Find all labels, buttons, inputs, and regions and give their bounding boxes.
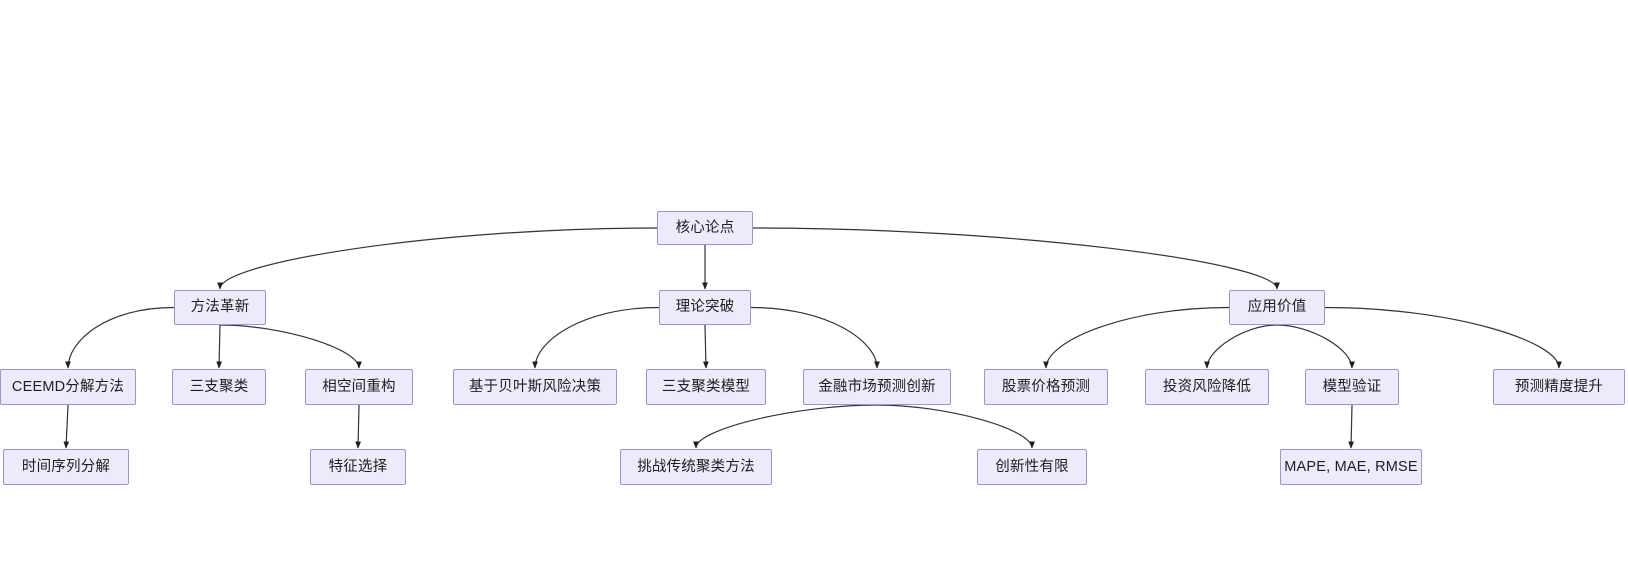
flow-node-label: 特征选择 [328,458,388,475]
flow-node-n3d[interactable]: 预测精度提升 [1493,369,1625,405]
flow-node-n2c[interactable]: 金融市场预测创新 [803,369,951,405]
flow-edge-n2-to-n2a [532,306,660,369]
flow-node-n2b[interactable]: 三支聚类模型 [646,369,766,405]
flow-edge-root-to-n3 [752,227,1280,290]
flow-node-root[interactable]: 核心论点 [657,211,753,245]
flow-node-label: 三支聚类模型 [661,378,751,395]
flow-node-n1a[interactable]: CEEMD分解方法 [0,369,136,405]
flow-edge-n3-to-n3c [1276,324,1355,369]
flow-node-label: CEEMD分解方法 [11,378,125,395]
flow-node-label: 创新性有限 [995,458,1069,475]
flow-node-l3[interactable]: 挑战传统聚类方法 [620,449,772,485]
flow-edge-n3c-to-l5 [1348,404,1355,449]
flow-edge-root-to-n1 [217,227,658,290]
flow-node-label: 投资风险降低 [1162,378,1252,395]
flow-edge-n1-to-n1b [216,324,223,369]
flow-node-n3a[interactable]: 股票价格预测 [984,369,1108,405]
flow-node-label: MAPE, MAE, RMSE [1284,458,1418,475]
flow-edge-n2-to-n2c [750,306,880,369]
flow-node-label: 模型验证 [1322,378,1382,395]
flow-node-n1[interactable]: 方法革新 [174,290,266,325]
flow-edge-n3-to-n3b [1204,324,1278,369]
flow-node-n3c[interactable]: 模型验证 [1305,369,1399,405]
flow-node-label: 挑战传统聚类方法 [637,458,755,475]
flow-edge-n3-to-n3d [1324,306,1562,369]
flow-node-label: 金融市场预测创新 [818,378,936,395]
flow-edge-n1c-to-l2 [355,404,362,449]
flow-node-label: 方法革新 [190,299,250,316]
flow-node-n3b[interactable]: 投资风险降低 [1145,369,1269,405]
flow-edge-n2c-to-l3 [693,404,878,449]
flow-node-n3[interactable]: 应用价值 [1229,290,1325,325]
flow-edge-n2-to-n2b [702,324,709,369]
flow-node-label: 预测精度提升 [1514,378,1604,395]
flow-node-n1c[interactable]: 相空间重构 [305,369,413,405]
flow-node-n2[interactable]: 理论突破 [659,290,751,325]
flow-node-l4[interactable]: 创新性有限 [977,449,1087,485]
flow-node-label: 相空间重构 [322,378,396,395]
flow-node-l5[interactable]: MAPE, MAE, RMSE [1280,449,1422,485]
flow-node-label: 时间序列分解 [21,458,111,475]
flow-node-label: 核心论点 [675,219,735,236]
flow-node-n1b[interactable]: 三支聚类 [172,369,266,405]
flow-edge-n1-to-n1c [219,324,362,369]
flow-edge-n1-to-n1a [65,306,175,369]
flow-node-label: 理论突破 [675,299,735,316]
flow-node-l2[interactable]: 特征选择 [310,449,406,485]
flow-node-label: 基于贝叶斯风险决策 [468,378,602,395]
flow-node-label: 三支聚类 [189,378,249,395]
flow-edge-n1a-to-l1 [63,404,70,449]
flow-node-label: 应用价值 [1247,299,1307,316]
flow-node-label: 股票价格预测 [1001,378,1091,395]
flow-edge-n3-to-n3a [1043,306,1230,369]
flow-node-n2a[interactable]: 基于贝叶斯风险决策 [453,369,617,405]
flow-edge-n2c-to-l4 [876,404,1035,449]
flow-node-l1[interactable]: 时间序列分解 [3,449,129,485]
